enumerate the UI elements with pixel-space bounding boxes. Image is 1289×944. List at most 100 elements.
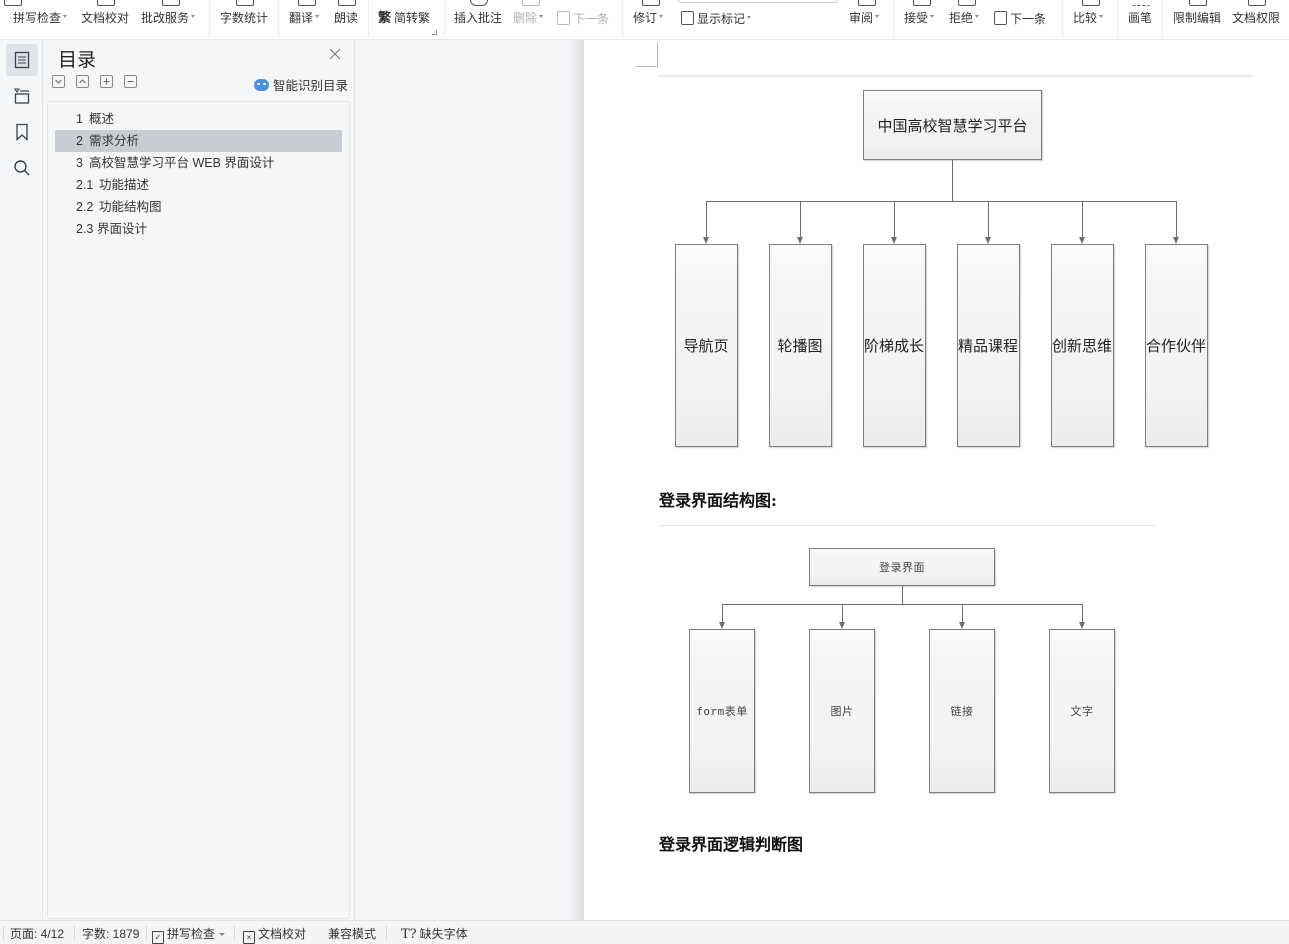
track-changes-icon bbox=[642, 0, 660, 6]
word-count-indicator[interactable]: 字数: 1879 bbox=[82, 927, 140, 941]
arrow-head bbox=[959, 622, 965, 629]
missing-font-icon: T? bbox=[401, 927, 417, 942]
accept-icon bbox=[913, 0, 931, 6]
review-icon bbox=[858, 0, 876, 6]
document-page[interactable]: 中国高校智慧学习平台 导航页轮播图阶梯成长精品课程创新思维合作伙伴 登录界面结构… bbox=[584, 40, 1289, 920]
status-spell-check-button[interactable]: ✓拼写检查 bbox=[152, 927, 226, 944]
spell-check-icon: ✓ bbox=[152, 931, 164, 944]
collapse-up-button[interactable] bbox=[76, 75, 89, 88]
arrow-head bbox=[703, 237, 709, 244]
accept-button[interactable]: 接受 bbox=[904, 0, 940, 40]
chevron-down-icon bbox=[191, 15, 196, 19]
review-button[interactable]: 审阅 bbox=[849, 0, 885, 40]
diagram-child-box: 阶梯成长 bbox=[862, 244, 926, 447]
track-changes-button[interactable]: 修订 bbox=[633, 0, 669, 40]
connector-line bbox=[962, 604, 963, 622]
arrow-head bbox=[891, 237, 897, 244]
connector-line bbox=[706, 201, 707, 237]
word-count-icon bbox=[236, 0, 254, 6]
word-count-button[interactable]: 字数统计 bbox=[220, 0, 270, 40]
status-bar: 页面: 4/12 字数: 1879 ✓拼写检查 ×文档校对 兼容模式 T?缺失字… bbox=[0, 920, 1289, 944]
next-comment-button[interactable]: 下一条 bbox=[557, 0, 617, 40]
restrict-editing-button[interactable]: 限制编辑 bbox=[1173, 0, 1223, 40]
diagram-child-box: 导航页 bbox=[674, 244, 738, 447]
connector-line bbox=[706, 201, 1177, 202]
next-comment-icon bbox=[557, 11, 570, 25]
missing-fonts-button[interactable]: T?缺失字体 bbox=[401, 927, 468, 942]
connector-line bbox=[1082, 201, 1083, 237]
ink-button[interactable]: 画笔 bbox=[1128, 0, 1154, 40]
status-separator bbox=[234, 926, 235, 940]
ribbon-separator bbox=[444, 0, 445, 38]
search-icon bbox=[14, 160, 30, 176]
ribbon-separator bbox=[1117, 0, 1118, 38]
delete-comment-icon bbox=[522, 0, 540, 6]
arrow-head bbox=[839, 622, 845, 629]
document-gutter bbox=[356, 40, 584, 920]
rail-search-button[interactable] bbox=[6, 152, 38, 184]
connector-line bbox=[1176, 201, 1177, 237]
ribbon-separator bbox=[278, 0, 279, 38]
doc-permissions-button[interactable]: 文档权限 bbox=[1232, 0, 1282, 40]
expand-down-button[interactable] bbox=[52, 75, 65, 88]
expand-all-button[interactable] bbox=[100, 75, 113, 88]
connector-line bbox=[894, 201, 895, 237]
translate-button[interactable]: 翻译 bbox=[289, 0, 325, 40]
ribbon-separator bbox=[893, 0, 894, 38]
read-aloud-button[interactable]: 朗读 bbox=[334, 0, 360, 40]
compare-button[interactable]: 比较 bbox=[1073, 0, 1109, 40]
correction-service-icon bbox=[162, 0, 180, 6]
proofread-icon bbox=[97, 0, 115, 6]
rail-chapter-button[interactable] bbox=[6, 80, 38, 112]
rail-bookmark-button[interactable] bbox=[6, 116, 38, 148]
page-indicator[interactable]: 页面: 4/12 bbox=[10, 927, 65, 941]
doc-proofread-button[interactable]: 文档校对 bbox=[81, 0, 131, 40]
status-proofread-button[interactable]: ×文档校对 bbox=[243, 927, 306, 944]
connector-line bbox=[1082, 604, 1083, 622]
group-dialog-launcher[interactable] bbox=[432, 30, 437, 35]
show-markup-button[interactable]: 显示标记 bbox=[681, 0, 761, 40]
chevron-down-icon bbox=[659, 15, 664, 19]
toc-close-button[interactable] bbox=[328, 47, 342, 61]
reject-button[interactable]: 拒绝 bbox=[949, 0, 985, 40]
page-shadow bbox=[568, 40, 584, 920]
smart-toc-button[interactable]: 智能识别目录 bbox=[254, 75, 348, 94]
chevron-down-icon bbox=[55, 79, 62, 84]
markup-view-select[interactable] bbox=[678, 0, 838, 3]
rail-outline-button[interactable] bbox=[6, 44, 38, 76]
ai-assistant-icon bbox=[254, 79, 269, 91]
horizontal-rule bbox=[659, 525, 1156, 526]
chevron-down-icon bbox=[315, 15, 320, 19]
chevron-down-icon bbox=[875, 15, 880, 19]
diagram-child-box: 链接 bbox=[929, 629, 995, 793]
ribbon-toolbar: 拼写检查 文档校对 批改服务 字数统计 翻译 朗读 繁简转繁 插入批注 删除 下… bbox=[0, 0, 1289, 40]
ribbon-separator bbox=[622, 0, 623, 38]
delete-comment-button[interactable]: 删除 bbox=[513, 0, 549, 40]
toc-title: 目录 bbox=[58, 50, 97, 71]
diagram-child-box: 轮播图 bbox=[768, 244, 832, 447]
collapse-all-button[interactable] bbox=[124, 75, 137, 88]
status-separator bbox=[74, 926, 75, 940]
connector-line bbox=[952, 160, 953, 202]
correction-service-button[interactable]: 批改服务 bbox=[141, 0, 201, 40]
connector-line bbox=[902, 586, 903, 604]
next-change-button[interactable]: 下一条 bbox=[994, 0, 1054, 40]
chevron-down-icon bbox=[975, 15, 980, 19]
compat-mode-indicator[interactable]: 兼容模式 bbox=[328, 927, 377, 941]
connector-line bbox=[988, 201, 989, 237]
insert-comment-button[interactable]: 插入批注 bbox=[454, 0, 504, 40]
ribbon-separator bbox=[1062, 0, 1063, 38]
chevron-down-icon bbox=[63, 15, 68, 19]
ribbon-separator bbox=[209, 0, 210, 38]
connector-line bbox=[842, 604, 843, 622]
simp-trad-button[interactable]: 繁简转繁 bbox=[378, 10, 431, 26]
outline-icon bbox=[14, 51, 30, 69]
proofread-icon: × bbox=[243, 931, 255, 944]
